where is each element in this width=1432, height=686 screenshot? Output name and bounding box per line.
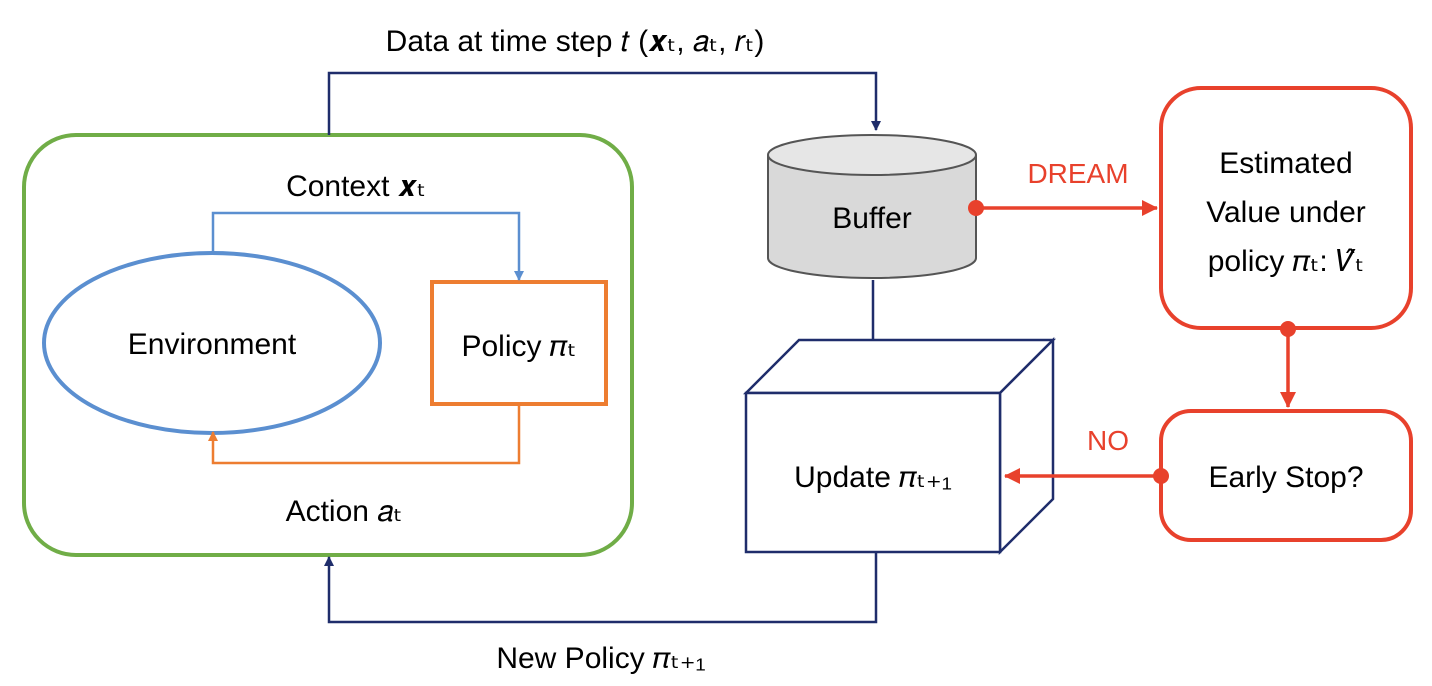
environment-label: Environment bbox=[128, 328, 297, 361]
no-arrow-dot bbox=[1153, 468, 1169, 484]
context-label: Context 𝒙ₜ bbox=[286, 170, 426, 203]
no-label: NO bbox=[1087, 425, 1129, 456]
policy-label: Policy 𝜋ₜ bbox=[461, 330, 576, 363]
new-policy-arrow bbox=[324, 552, 878, 624]
estimated-value-line3: policy 𝜋ₜ: 𝑉̂ₜ bbox=[1208, 245, 1365, 278]
dream-label: DREAM bbox=[1027, 158, 1128, 189]
early-stop-label: Early Stop? bbox=[1208, 461, 1363, 494]
buffer-cylinder bbox=[767, 134, 977, 279]
new-policy-label: New Policy 𝜋ₜ₊₁ bbox=[496, 642, 705, 675]
data-arrow bbox=[327, 71, 881, 135]
update-box bbox=[742, 336, 1057, 556]
buffer-label: Buffer bbox=[832, 202, 912, 235]
action-arrow bbox=[208, 404, 521, 465]
value-arrow-dot bbox=[1280, 321, 1296, 337]
update-label: Update 𝜋ₜ₊₁ bbox=[794, 461, 952, 494]
dream-arrow-dot bbox=[968, 200, 984, 216]
action-label: Action 𝑎ₜ bbox=[286, 495, 403, 528]
context-arrow bbox=[211, 211, 524, 281]
estimated-value-line2: Value under bbox=[1206, 196, 1366, 229]
estimated-value-line1: Estimated bbox=[1219, 147, 1352, 180]
data-at-time-step-label: Data at time step 𝑡 (𝒙ₜ, 𝑎ₜ, 𝑟ₜ) bbox=[386, 25, 765, 58]
